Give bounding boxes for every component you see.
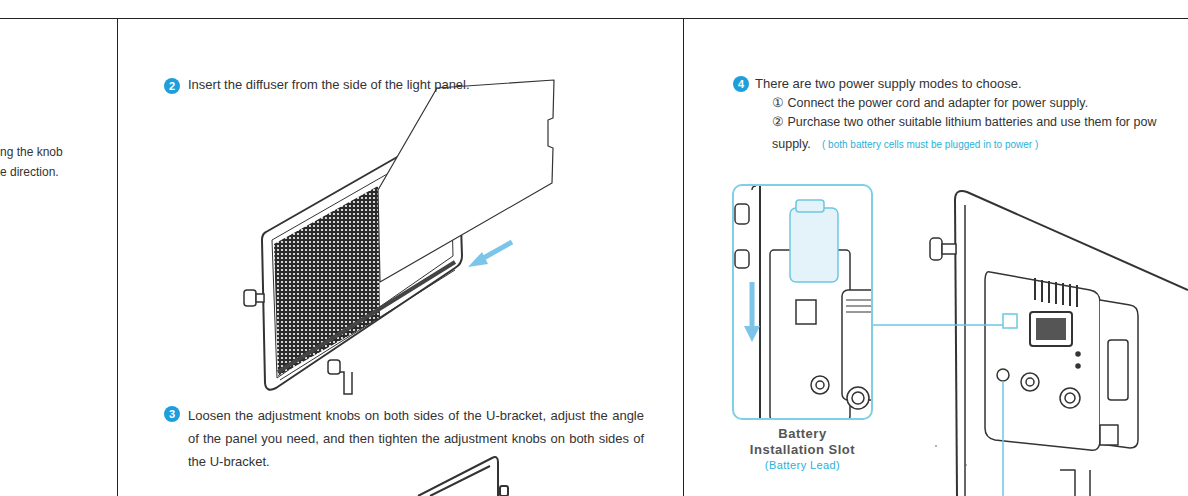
battery-inset-part (752, 186, 756, 190)
battery-inset-part (735, 204, 749, 224)
diffuser-sheet (378, 80, 554, 282)
option-text: supply. (772, 137, 811, 151)
light-device-part (930, 238, 942, 260)
page-rule (0, 18, 1188, 496)
leader-line (873, 314, 1017, 496)
light-panel-part (500, 486, 508, 496)
light-device-part (1100, 300, 1138, 448)
leader-line-part (1003, 314, 1017, 328)
light-device-part (1036, 318, 1066, 340)
diffuser-sheet-part (378, 80, 554, 282)
light-device-part (964, 205, 966, 496)
light-panel-part (280, 270, 455, 380)
stray-dot (935, 445, 967, 466)
option-text: ② Purchase two other suitable lithium ba… (772, 114, 1156, 129)
light-device-part (1060, 470, 1090, 496)
battery-inset-part (852, 392, 864, 404)
callout-number: 3 (164, 406, 180, 422)
battery-inset-part (846, 300, 871, 312)
battery-inset-part (796, 200, 824, 212)
battery-inset-part (796, 300, 816, 324)
light-device-part (997, 369, 1009, 381)
light-device-part (1076, 352, 1080, 356)
light-device-part (1035, 278, 1077, 307)
light-device (930, 191, 1188, 496)
light-device-part (942, 244, 956, 254)
light-device-part (1065, 393, 1075, 403)
note-text: ( both battery cells must be plugged in … (822, 139, 1038, 150)
battery-inset-part (735, 250, 749, 268)
battery-inset-part (750, 282, 755, 328)
light-device-part (1030, 312, 1072, 346)
inset-box: Battery Installation Slot(Battery Lead) (732, 184, 873, 420)
callout-number: 2 (164, 78, 180, 94)
inset-subcaption: (Battery Lead) (733, 459, 873, 471)
light-device-part (1100, 425, 1118, 445)
battery-inset-part (744, 326, 760, 342)
battery-inset-part (790, 208, 838, 282)
body-text: ng the knob (0, 145, 63, 159)
light-panel-part (418, 457, 498, 496)
body-text: e direction. (0, 165, 59, 179)
light-panel (418, 457, 508, 496)
battery-inset-part (847, 387, 869, 409)
light-device-part (1060, 388, 1080, 408)
light-panel-part (430, 466, 490, 496)
light-device-part (1076, 364, 1080, 368)
step-badge: 3 (164, 406, 180, 422)
step-badge: 4 (733, 76, 749, 92)
knob-part (256, 294, 264, 302)
knob-part (328, 360, 340, 374)
battery-inset-part (811, 376, 829, 394)
page-rule-part (683, 18, 684, 496)
insert-arrow (468, 242, 512, 267)
step-text: There are two power supply modes to choo… (755, 76, 1022, 91)
light-device-part (1108, 340, 1128, 400)
step-text: Loosen the adjustment knobs on both side… (188, 404, 644, 473)
light-panel-part (274, 186, 380, 376)
knob-part (340, 372, 352, 394)
leader-line-part (1002, 381, 1004, 496)
leader-line-part (873, 324, 1003, 326)
knob (244, 290, 352, 394)
light-panel-part (278, 262, 455, 372)
option-text: ① Connect the power cord and adapter for… (772, 95, 1088, 110)
knob-part (244, 290, 256, 306)
battery-inset (735, 186, 871, 418)
step-badge: 2 (164, 78, 180, 94)
insert-arrow-part (468, 252, 488, 267)
inset-caption: Battery Installation Slot (745, 426, 860, 458)
stray-dot-part (965, 464, 967, 466)
step-text: Insert the diffuser from the side of the… (188, 77, 470, 92)
page-rule-part (117, 18, 118, 496)
battery-inset-part (842, 290, 871, 400)
light-device-part (1021, 373, 1039, 391)
insert-arrow-part (480, 242, 512, 260)
light-device-part (1026, 378, 1034, 386)
page-rule-part (0, 18, 1188, 19)
callout-number: 4 (733, 76, 749, 92)
stray-dot-part (935, 445, 937, 447)
battery-inset-part (759, 186, 761, 418)
battery-inset-part (816, 381, 824, 389)
